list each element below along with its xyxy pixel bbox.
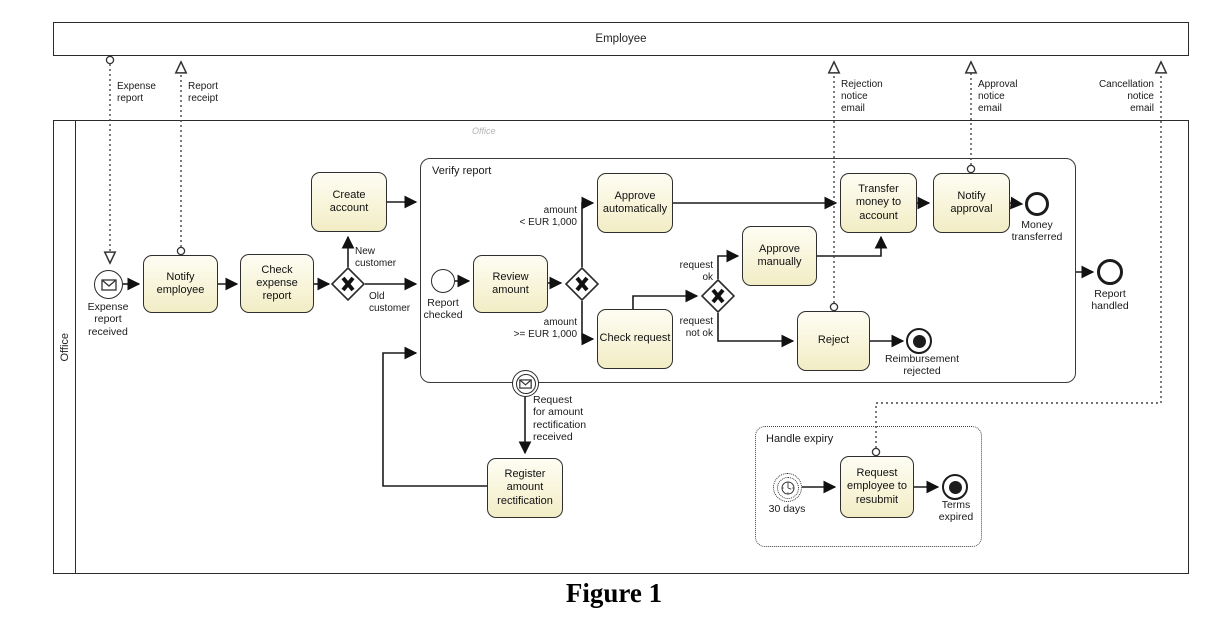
task-notify-approval: Notify approval	[933, 173, 1010, 233]
end-event-report-handled	[1097, 259, 1123, 285]
terminate-event-reimbursement-rejected	[906, 328, 932, 354]
pool-employee: Employee	[53, 22, 1189, 56]
label-report-checked: Report checked	[423, 297, 463, 322]
task-review-amount: Review amount	[473, 255, 548, 313]
label-approval-notice-message: Approval notice email	[978, 79, 1018, 114]
label-cancellation-notice-message: Cancellation notice email	[1098, 79, 1154, 114]
end-event-money-transferred	[1025, 192, 1049, 216]
label-request-ok: request ok	[679, 260, 713, 283]
task-request-employee-to-resubmit: Request employee to resubmit	[840, 456, 914, 518]
pool-office-label-band: Office	[54, 121, 76, 573]
timer-start-event-30-days	[773, 473, 802, 502]
start-event-report-checked	[431, 269, 455, 293]
label-old-customer: Old customer	[369, 291, 411, 314]
task-check-expense-report: Check expense report	[240, 254, 314, 313]
terminate-dot	[912, 334, 926, 348]
timer-inner-ring	[776, 476, 799, 499]
gateway-request-check	[700, 278, 736, 318]
gateway-customer-type	[330, 266, 366, 306]
task-create-account: Create account	[311, 172, 387, 232]
label-new-customer: New customer	[355, 246, 397, 269]
start-event-expense-report-received	[94, 270, 123, 299]
office-watermark: Office	[472, 126, 496, 136]
label-report-handled: Report handled	[1091, 288, 1129, 313]
envelope-icon	[100, 278, 117, 291]
boundary-message-event-rectification	[512, 370, 539, 397]
label-rectification-received: Request for amount rectification receive…	[533, 394, 587, 444]
label-30-days: 30 days	[768, 503, 806, 515]
terminate-dot	[948, 480, 962, 494]
task-approve-manually: Approve manually	[742, 226, 817, 286]
label-rejection-notice-message: Rejection notice email	[841, 79, 883, 114]
envelope-icon	[519, 378, 532, 389]
task-transfer-money-to-account: Transfer money to account	[840, 173, 917, 233]
label-amount-lt-1000: amount < EUR 1,000	[519, 205, 577, 228]
task-reject: Reject	[797, 311, 870, 371]
label-request-not-ok: request not ok	[679, 316, 713, 339]
label-expense-report-message: Expense report	[117, 81, 156, 104]
label-amount-gte-1000: amount >= EUR 1,000	[513, 317, 577, 340]
label-money-transferred: Money transferred	[1011, 219, 1063, 244]
task-notify-employee: Notify employee	[143, 255, 218, 313]
event-subprocess-handle-expiry-label: Handle expiry	[766, 433, 834, 445]
message-source-dot-expense-report	[105, 55, 115, 65]
task-register-amount-rectification: Register amount rectification	[487, 458, 563, 518]
pool-office-label: Office	[58, 332, 71, 362]
boundary-inner-ring	[515, 373, 536, 394]
subprocess-verify-report-label: Verify report	[432, 165, 492, 177]
task-check-request: Check request	[597, 309, 673, 369]
label-expense-report-received: Expense report received	[87, 301, 129, 338]
label-reimbursement-rejected: Reimbursement rejected	[884, 353, 960, 378]
gateway-amount-split	[564, 266, 600, 306]
task-approve-automatically: Approve automatically	[597, 173, 673, 233]
figure-caption: Figure 1	[565, 578, 663, 608]
label-terms-expired: Terms expired	[938, 499, 974, 524]
clock-icon	[781, 481, 794, 494]
pool-employee-label: Employee	[595, 33, 647, 45]
terminate-event-terms-expired	[942, 474, 968, 500]
label-report-receipt-message: Report receipt	[188, 81, 219, 104]
